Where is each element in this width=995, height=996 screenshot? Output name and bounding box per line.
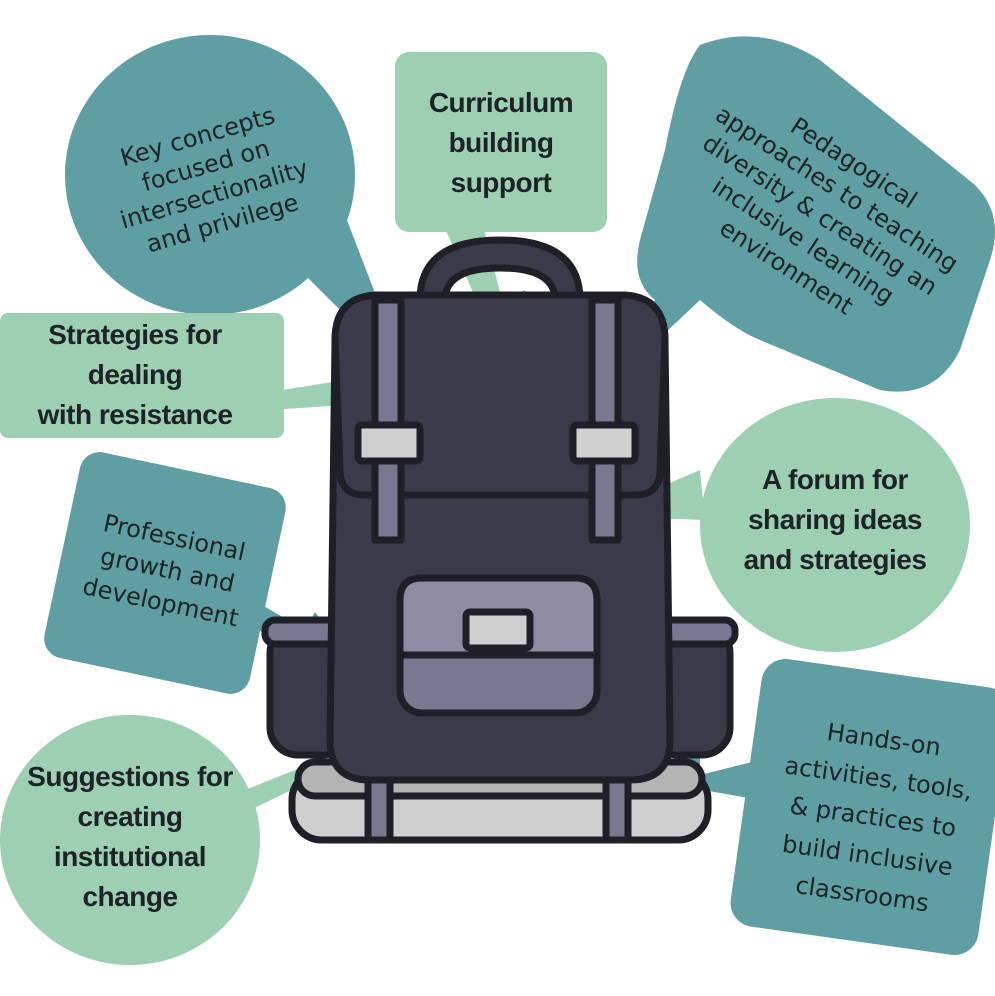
left-buckle	[354, 421, 424, 465]
curriculum-label: Curriculum building support	[428, 86, 574, 198]
institutional-bubble	[0, 715, 260, 965]
forum-label: A forum for sharing ideas and strategies	[743, 464, 927, 575]
right-buckle	[569, 421, 639, 465]
pedagogical-bubble	[592, 36, 995, 392]
professional-box	[44, 452, 286, 694]
backpack-icon	[261, 236, 739, 844]
right-strap-lower	[602, 776, 632, 844]
hands-on-label: Hands-on activities, tools, & practices …	[780, 717, 975, 917]
hands-on-box	[730, 659, 995, 955]
right-strap	[588, 296, 622, 544]
forum-bubble	[700, 398, 970, 652]
front-pocket-clasp	[462, 608, 534, 652]
resistance-label: Strategies for dealing with resistance	[37, 319, 233, 430]
backpack-handle	[416, 236, 584, 304]
institutional-label: Suggestions for creating institutional c…	[27, 761, 233, 912]
resistance-box	[0, 313, 284, 438]
left-strap-lower	[364, 776, 394, 844]
key-concepts-bubble	[65, 35, 355, 315]
left-strap	[371, 296, 405, 544]
curriculum-box	[395, 52, 607, 232]
